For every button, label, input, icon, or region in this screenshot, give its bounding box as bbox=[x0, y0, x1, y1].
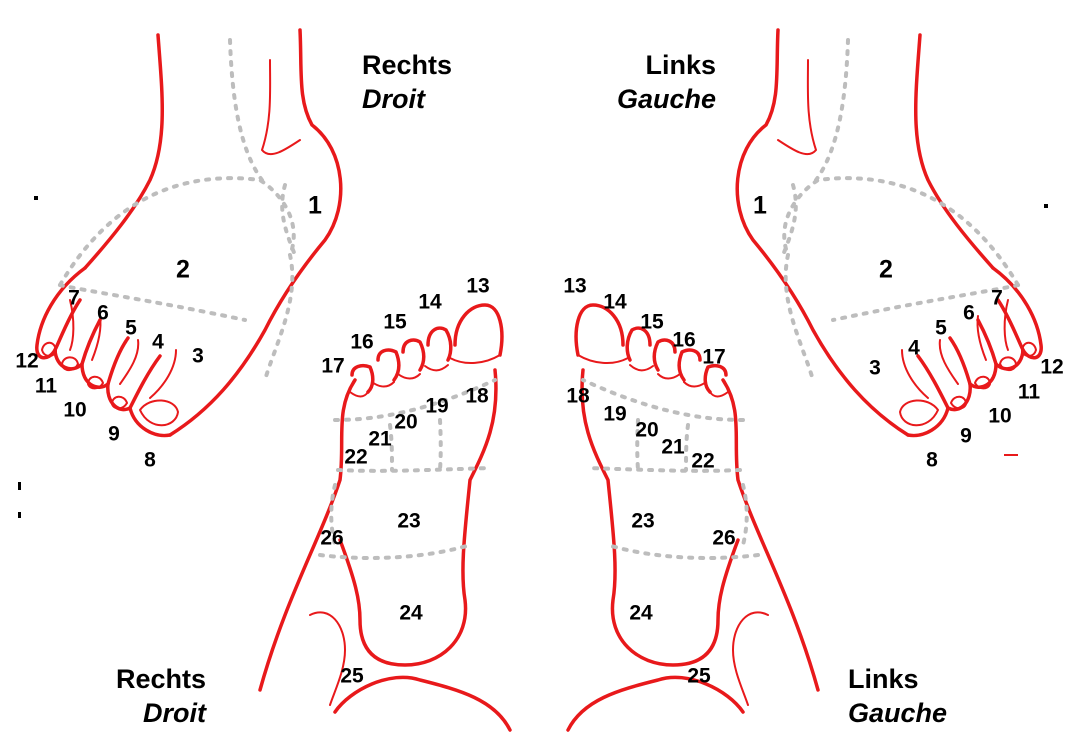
zone-number: 20 bbox=[635, 420, 658, 441]
zone-number: 25 bbox=[340, 666, 363, 687]
zone-number: 15 bbox=[383, 312, 406, 333]
zone-number: 12 bbox=[15, 351, 38, 372]
scan-speck bbox=[1044, 204, 1048, 208]
caption-de: Rechts bbox=[362, 50, 452, 80]
zone-number: 13 bbox=[563, 276, 586, 297]
zone-number: 12 bbox=[1040, 357, 1063, 378]
zone-number: 6 bbox=[97, 303, 109, 324]
caption-de: Links bbox=[645, 50, 716, 80]
scan-speck bbox=[34, 196, 38, 200]
caption-top-left-foot: Links Gauche bbox=[617, 48, 716, 116]
zone-number: 26 bbox=[712, 528, 735, 549]
zone-number: 11 bbox=[35, 376, 57, 397]
zone-number: 11 bbox=[1018, 382, 1040, 403]
zone-number: 19 bbox=[603, 404, 626, 425]
zone-number: 18 bbox=[465, 386, 488, 407]
caption-fr: Droit bbox=[362, 82, 452, 116]
zone-number: 1 bbox=[753, 194, 767, 219]
zone-number: 21 bbox=[661, 437, 684, 458]
caption-de: Rechts bbox=[116, 664, 206, 694]
zone-number: 22 bbox=[344, 447, 367, 468]
zone-number: 15 bbox=[640, 312, 663, 333]
zone-number: 14 bbox=[603, 292, 626, 313]
zone-number: 6 bbox=[963, 303, 975, 324]
caption-top-right-foot: Rechts Droit bbox=[362, 48, 452, 116]
zone-number: 22 bbox=[691, 451, 714, 472]
scan-speck bbox=[18, 482, 21, 490]
right-dorsal-foot bbox=[37, 30, 341, 436]
zone-number: 8 bbox=[144, 450, 156, 471]
left-dorsal-foot bbox=[737, 30, 1041, 436]
zone-number: 16 bbox=[672, 330, 695, 351]
zone-number: 13 bbox=[466, 276, 489, 297]
zone-number: 2 bbox=[176, 258, 190, 283]
zone-number: 5 bbox=[125, 318, 137, 339]
zone-number: 20 bbox=[394, 412, 417, 433]
caption-bottom-right-foot: Rechts Droit bbox=[74, 662, 206, 730]
zone-number: 17 bbox=[321, 356, 344, 377]
caption-de: Links bbox=[848, 664, 919, 694]
zone-number: 14 bbox=[418, 292, 441, 313]
zone-number: 16 bbox=[350, 332, 373, 353]
zone-number: 23 bbox=[397, 511, 420, 532]
zone-number: 7 bbox=[68, 288, 80, 309]
caption-fr: Gauche bbox=[617, 82, 716, 116]
zone-number: 8 bbox=[926, 450, 938, 471]
zone-number: 5 bbox=[935, 318, 947, 339]
zone-number: 25 bbox=[687, 666, 710, 687]
zone-number: 24 bbox=[399, 603, 422, 624]
zone-number: 3 bbox=[192, 346, 204, 367]
zone-number: 23 bbox=[631, 511, 654, 532]
zone-number: 9 bbox=[960, 426, 972, 447]
zone-number: 3 bbox=[869, 358, 881, 379]
caption-fr: Gauche bbox=[848, 696, 947, 730]
caption-fr: Droit bbox=[74, 696, 206, 730]
right-plantar-foot bbox=[260, 305, 510, 730]
caption-bottom-left-foot: Links Gauche bbox=[848, 662, 947, 730]
zone-number: 10 bbox=[988, 406, 1011, 427]
scan-speck bbox=[18, 512, 21, 518]
zone-number: 7 bbox=[991, 288, 1003, 309]
zone-number: 21 bbox=[368, 429, 391, 450]
zone-number: 4 bbox=[908, 338, 920, 359]
red-tick bbox=[1004, 454, 1018, 456]
zone-number: 10 bbox=[63, 400, 86, 421]
zone-number: 26 bbox=[320, 528, 343, 549]
zone-number: 18 bbox=[566, 386, 589, 407]
zone-number: 2 bbox=[879, 258, 893, 283]
zone-number: 24 bbox=[629, 603, 652, 624]
zone-number: 19 bbox=[425, 396, 448, 417]
zone-number: 9 bbox=[108, 424, 120, 445]
zone-number: 1 bbox=[308, 194, 322, 219]
zone-number: 4 bbox=[152, 332, 164, 353]
zone-number: 17 bbox=[702, 347, 725, 368]
